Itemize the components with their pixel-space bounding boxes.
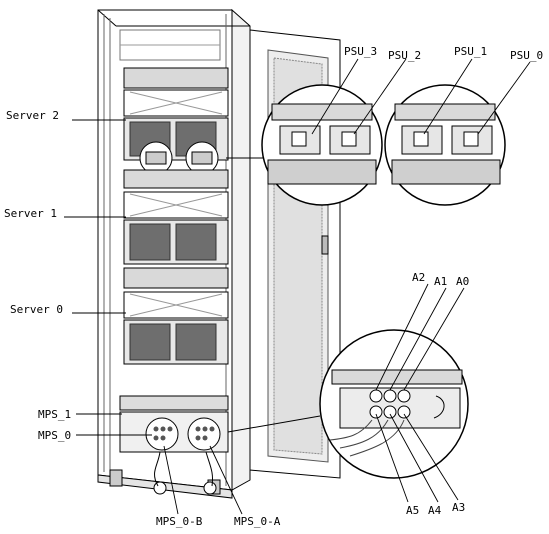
label-server-1: Server 1	[4, 207, 57, 220]
label-mps-0: MPS_0	[38, 429, 72, 442]
label-a2: A2	[412, 271, 426, 284]
label-a5: A5	[406, 504, 420, 517]
label-a1: A1	[434, 275, 448, 288]
label-server-0: Server 0	[10, 303, 63, 316]
server-0-chassis	[123, 291, 229, 365]
leader-lines	[64, 58, 531, 515]
psu-zoom-right	[384, 84, 506, 206]
label-psu-0: PSU_0	[510, 49, 544, 62]
label-mps-0-a: MPS_0-A	[234, 515, 281, 528]
mps-zoom	[227, 329, 469, 479]
label-psu-1: PSU_1	[454, 45, 488, 58]
server-1-chassis	[123, 191, 229, 289]
label-a0: A0	[456, 275, 470, 288]
label-a4: A4	[428, 504, 442, 517]
label-psu-3: PSU_3	[344, 45, 378, 58]
label-psu-2: PSU_2	[388, 49, 422, 62]
server-2-chassis	[123, 67, 229, 189]
mps-unit	[119, 395, 229, 487]
label-mps-1: MPS_1	[38, 408, 72, 421]
label-server-2: Server 2	[6, 109, 59, 122]
psu-zoom-left	[226, 84, 383, 206]
label-a3: A3	[452, 501, 466, 514]
label-mps-0-b: MPS_0-B	[156, 515, 203, 528]
